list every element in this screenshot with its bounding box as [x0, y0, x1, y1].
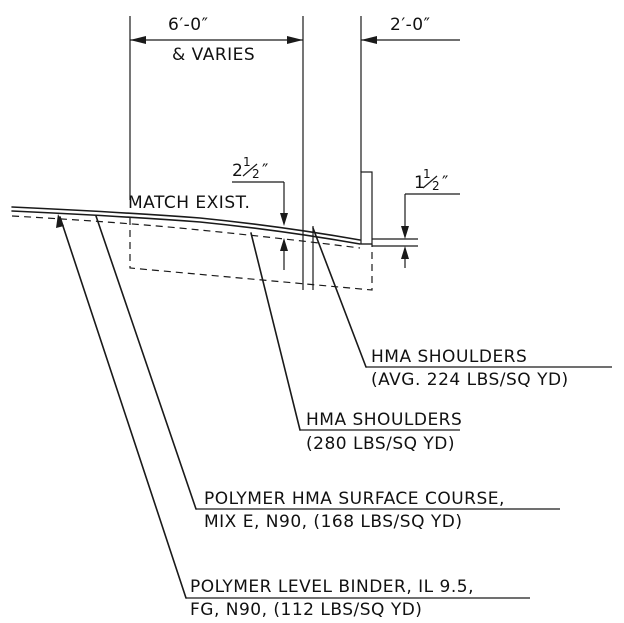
thickness-right-whole: 1 — [414, 173, 425, 193]
thickness-left-arrow-top — [280, 213, 288, 226]
thickness-left-arrow-bottom — [280, 238, 288, 251]
thickness-right-den: 2 — [432, 179, 440, 193]
dimension-top-right: 2′-0″ — [390, 15, 430, 35]
curb-element — [360, 171, 373, 245]
thickness-right-fraction-bar — [422, 175, 438, 189]
thickness-left-num: 1 — [243, 155, 251, 169]
match-existing-label: MATCH EXIST. — [128, 193, 250, 213]
thickness-right-arrow-bottom — [401, 246, 409, 259]
surface-course-line2: MIX E, N90, (168 LBS/SQ YD) — [204, 512, 462, 532]
overlay-line — [11, 210, 361, 245]
thickness-right-arrow-top — [401, 226, 409, 239]
hma-shoulders-280-line2: (280 LBS/SQ YD) — [306, 434, 455, 454]
leader-level-binder-arrowhead — [56, 214, 64, 228]
thickness-right-num: 1 — [423, 167, 431, 181]
dimension-top-left: 6′-0″ — [168, 15, 208, 35]
arrowhead-left — [130, 36, 146, 44]
surface-course-line1: POLYMER HMA SURFACE COURSE, — [204, 489, 505, 509]
thickness-left-den: 2 — [252, 167, 260, 181]
thickness-left-whole: 2 — [232, 161, 243, 181]
thickness-right-unit: ″ — [442, 173, 449, 193]
level-binder-line2: FG, N90, (112 LBS/SQ YD) — [190, 600, 422, 620]
level-binder-line1: POLYMER LEVEL BINDER, IL 9.5, — [190, 577, 474, 597]
thickness-left-unit: ″ — [262, 161, 269, 181]
arrowhead-2ft — [361, 36, 377, 44]
hma-shoulders-avg-line1: HMA SHOULDERS — [371, 347, 527, 367]
leader-hma-shoulders-avg — [312, 227, 367, 368]
existing-pavement-surface — [11, 206, 361, 241]
dimension-top-left-sub: & VARIES — [172, 45, 255, 65]
hma-shoulders-280-line1: HMA SHOULDERS — [306, 410, 462, 430]
hma-shoulders-avg-line2: (AVG. 224 LBS/SQ YD) — [371, 370, 569, 390]
thickness-left-fraction-bar — [242, 163, 258, 177]
leader-level-binder — [59, 216, 187, 599]
leader-hma-shoulders-280 — [250, 232, 301, 431]
leader-surface-course — [95, 215, 197, 510]
arrowhead-right — [287, 36, 303, 44]
existing-pavement-bottom — [11, 215, 361, 249]
shoulder-outline — [129, 218, 373, 291]
